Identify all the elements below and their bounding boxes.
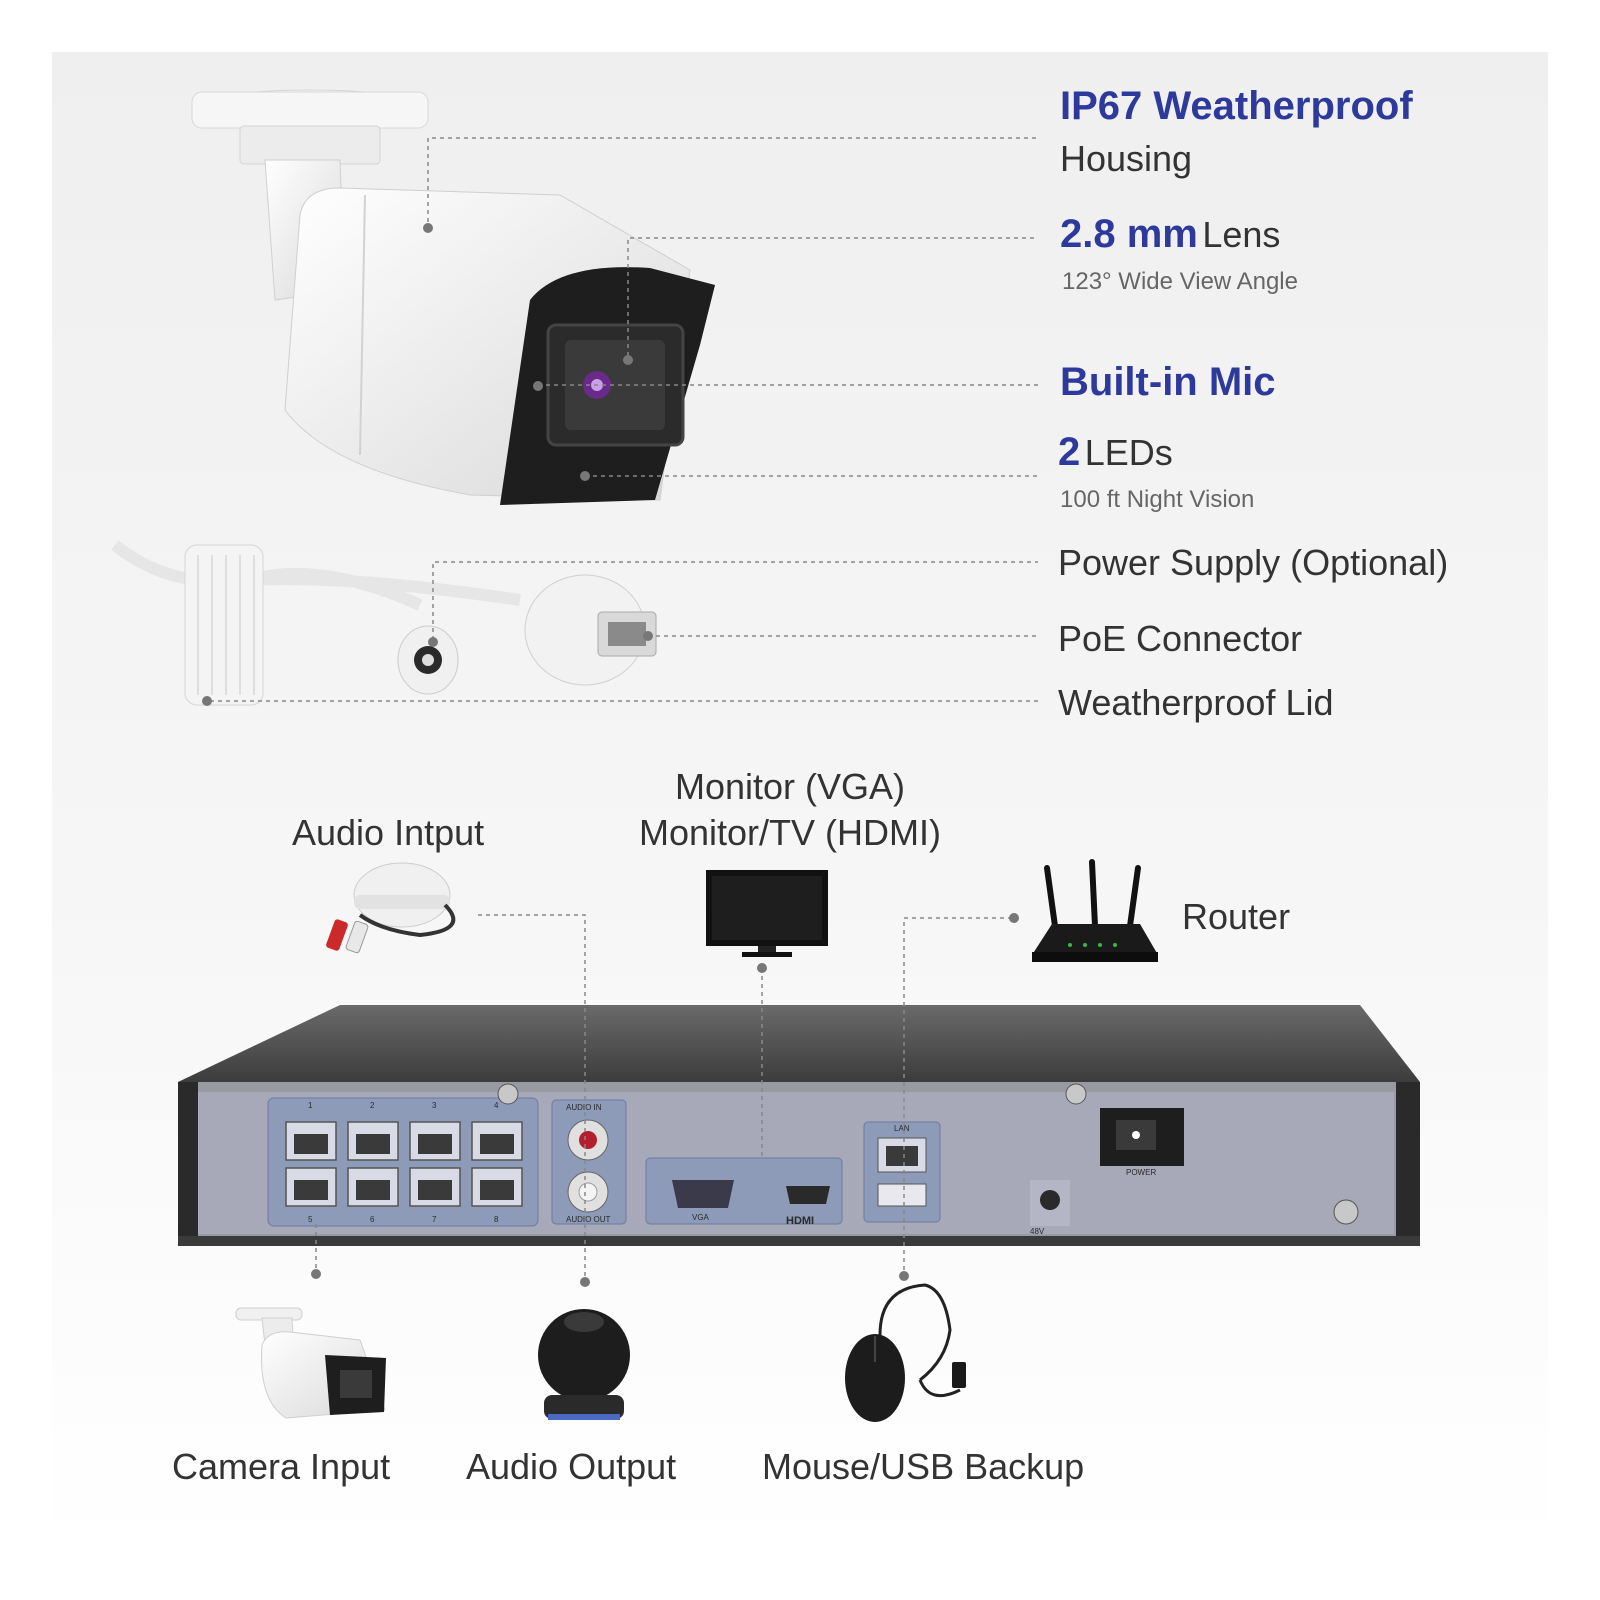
lan-label: LAN (894, 1124, 910, 1133)
monitor-icon (706, 870, 828, 957)
weatherproof-lid-label: Weatherproof Lid (1058, 682, 1334, 723)
port-number-6: 6 (370, 1215, 375, 1224)
cable-icon (111, 540, 657, 706)
lens-row: 2.8 mm Lens (1060, 212, 1280, 257)
weatherproof-subtitle: Housing (1060, 138, 1193, 179)
leds-subtitle: 100 ft Night Vision (1060, 486, 1255, 513)
connection-leader-lines (315, 914, 1012, 1280)
lens-label: Lens (1202, 214, 1281, 255)
router-icon (1032, 859, 1158, 962)
dc-label: 48V (1030, 1227, 1045, 1236)
audio-input-label: Audio Intput (292, 812, 485, 853)
microphone-icon (326, 862, 456, 954)
connection-leader-dots (311, 913, 1019, 1287)
lens-subtitle: 123° Wide View Angle (1062, 268, 1298, 295)
leds-label: LEDs (1084, 432, 1173, 473)
audio-out-label: AUDIO OUT (566, 1215, 611, 1224)
port-number-5: 5 (308, 1215, 313, 1224)
built-in-mic-label: Built-in Mic (1060, 360, 1276, 404)
feature-leader-lines (210, 137, 1038, 702)
bullet-camera-icon (191, 89, 715, 505)
mouse-icon (845, 1283, 966, 1422)
router-label: Router (1182, 896, 1291, 937)
power-supply-label: Power Supply (Optional) (1058, 542, 1449, 583)
feature-leader-dots (202, 223, 653, 706)
speaker-icon (538, 1309, 630, 1420)
port-number-4: 4 (494, 1101, 499, 1110)
leds-row: 2 LEDs (1058, 430, 1173, 475)
nvr-icon (178, 1005, 1420, 1246)
weatherproof-title: IP67 Weatherproof (1060, 84, 1413, 128)
lens-value: 2.8 mm (1060, 212, 1198, 256)
power-label: POWER (1126, 1168, 1156, 1177)
audio-output-label: Audio Output (466, 1446, 677, 1487)
port-number-3: 3 (432, 1101, 437, 1110)
camera-input-icon (235, 1307, 386, 1419)
camera-input-label: Camera Input (172, 1446, 391, 1487)
leds-value: 2 (1058, 430, 1081, 474)
port-number-1: 1 (308, 1101, 313, 1110)
port-number-2: 2 (370, 1101, 375, 1110)
poe-connector-label: PoE Connector (1058, 618, 1303, 659)
monitor-hdmi-label: Monitor/TV (HDMI) (638, 812, 941, 853)
monitor-vga-label: Monitor (VGA) (674, 766, 906, 807)
port-number-8: 8 (494, 1215, 499, 1224)
audio-in-label: AUDIO IN (566, 1103, 602, 1112)
vga-label: VGA (692, 1213, 710, 1222)
mouse-usb-label: Mouse/USB Backup (762, 1446, 1085, 1487)
port-number-7: 7 (432, 1215, 437, 1224)
hdmi-label: HDMI (786, 1215, 814, 1227)
